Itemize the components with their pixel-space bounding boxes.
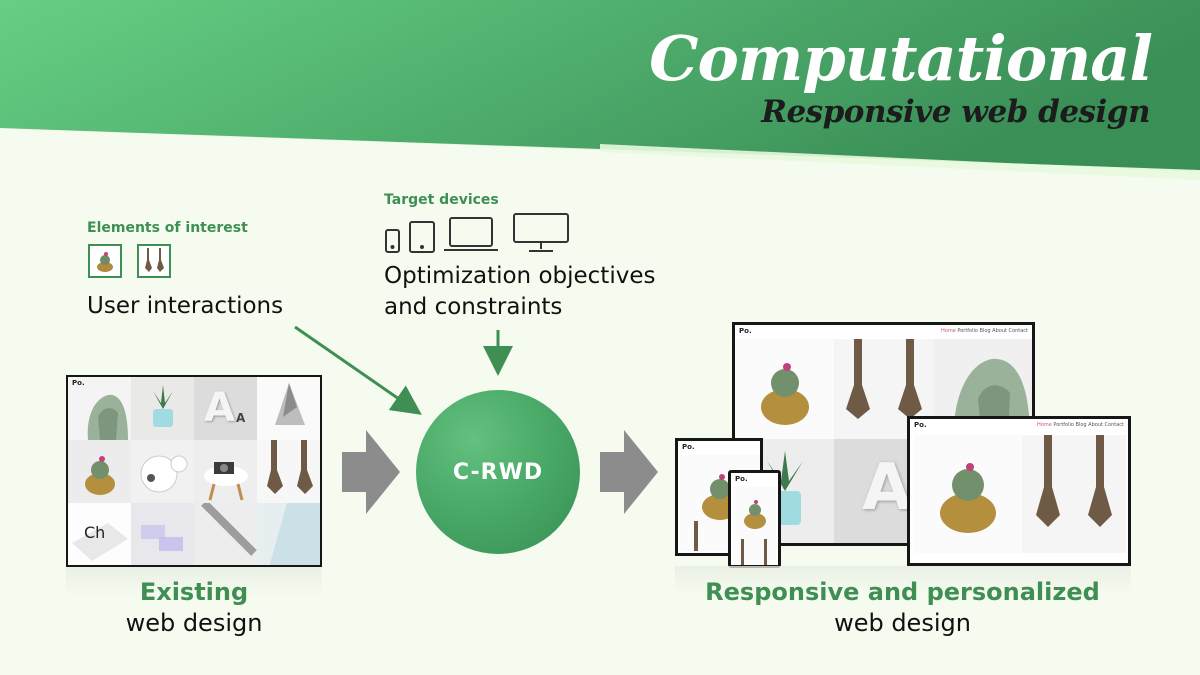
- laptop-hands-tile: [1022, 435, 1126, 553]
- desktop-logo: Po.: [739, 327, 752, 335]
- gray-arrow-left: [342, 430, 400, 514]
- laptop-nav: Home Portfolio Blog About Contact: [1037, 422, 1124, 428]
- tablet-logo: Po.: [682, 443, 695, 451]
- desktop-monitor-icon: [513, 213, 569, 252]
- user-interactions-label: User interactions: [87, 293, 284, 319]
- hands-thumbnail: [137, 244, 171, 278]
- phone-icon: [385, 229, 400, 253]
- elements-of-interest-label: Elements of interest: [87, 220, 248, 236]
- laptop-logo: Po.: [914, 421, 927, 429]
- page-title: Computational: [649, 22, 1153, 95]
- responsive-caption-line-1: Responsive and personalized: [705, 578, 1100, 606]
- existing-reflection: [66, 567, 322, 597]
- desktop-cactus-tile: [735, 339, 834, 439]
- existing-design-screen: Po. A A Ch: [66, 375, 322, 567]
- header-band: [0, 0, 1200, 180]
- existing-logo: Po.: [72, 379, 85, 387]
- responsive-caption-line-2: web design: [834, 609, 971, 637]
- desktop-nav-home: Home: [941, 328, 956, 334]
- ch-text: Ch: [84, 523, 106, 542]
- letter-a-small: A: [236, 411, 246, 425]
- laptop-nav-rest: Portfolio Blog About Contact: [1053, 422, 1124, 428]
- responsive-reflection: [675, 566, 1131, 594]
- letter-a-tile: A A: [194, 377, 257, 440]
- phone-screen: Po.: [728, 470, 781, 568]
- camera-tile: [194, 440, 257, 503]
- laptop-icon: [444, 217, 498, 251]
- page-subtitle: Responsive web design: [761, 94, 1150, 130]
- existing-caption-line-1: Existing: [139, 578, 249, 606]
- succulent-tile: [131, 377, 194, 440]
- gray-arrow-right: [600, 430, 658, 514]
- letter-a-big: A: [204, 385, 235, 431]
- desktop-nav: Home Portfolio Blog About Contact: [941, 328, 1028, 334]
- tablet-icon: [409, 221, 435, 253]
- laptop-cactus-tile: [914, 435, 1022, 553]
- bronze-hands-icon: [145, 248, 164, 272]
- hoodie-tile: Po.: [68, 377, 131, 440]
- phone-logo: Po.: [735, 475, 748, 483]
- interactions-arrow: [294, 325, 422, 415]
- geometric-tile: [257, 377, 320, 440]
- ch-tile: Ch: [68, 503, 131, 565]
- objectives-line-1: Optimization objectives: [384, 263, 656, 289]
- existing-caption-line-2: web design: [125, 609, 263, 637]
- desktop-nav-rest: Portfolio Blog About Contact: [957, 328, 1028, 334]
- target-devices-label: Target devices: [384, 192, 499, 208]
- glass-boxes-tile: [131, 503, 194, 565]
- laptop-nav-home: Home: [1037, 422, 1052, 428]
- hands-tile: [257, 440, 320, 503]
- architecture-tile: [257, 503, 320, 565]
- bowl-tile: [131, 440, 194, 503]
- c-rwd-circle: C-RWD: [416, 390, 580, 554]
- cactus-pot-tile: [68, 440, 131, 503]
- desktop-letter-a: A: [862, 451, 912, 525]
- c-rwd-label: C-RWD: [452, 459, 544, 485]
- objectives-line-2: and constraints: [384, 294, 563, 320]
- phone-cactus-tile: [733, 487, 776, 565]
- metal-tile: [194, 503, 257, 565]
- target-devices-icons: [385, 213, 569, 253]
- plant-thumbnail: [88, 244, 122, 278]
- laptop-screen: Po. Home Portfolio Blog About Contact: [907, 416, 1131, 566]
- potted-plant-icon: [97, 252, 113, 272]
